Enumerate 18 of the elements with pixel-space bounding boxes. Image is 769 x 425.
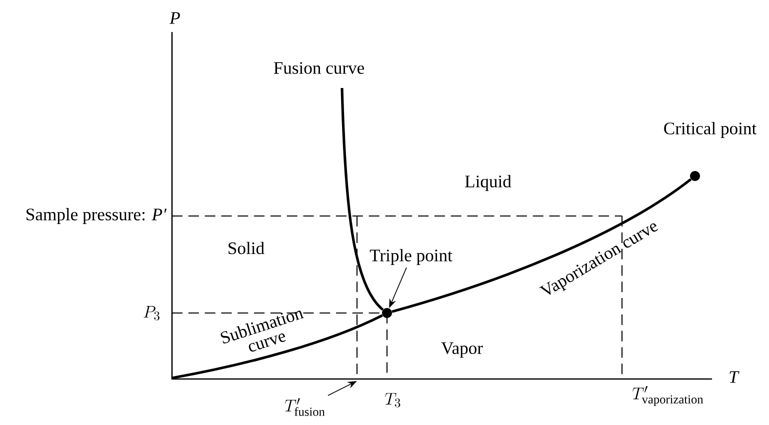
region-label: Vapor <box>441 342 483 358</box>
curve-label: Fusion curve <box>274 62 364 74</box>
phase-curve <box>392 178 692 313</box>
point-label: Triple point <box>370 249 452 265</box>
tick-label: $T'_{\mathrm{fusion}}$ <box>284 398 325 416</box>
triple-point-dot <box>382 308 392 318</box>
tick-label: $T_{3}$ <box>385 393 400 408</box>
region-label: Liquid <box>465 175 512 191</box>
critical-point-dot <box>690 171 700 181</box>
tick-label: Sample pressure: P′ <box>26 208 167 224</box>
axis-label: T <box>730 371 740 383</box>
point-label: Critical point <box>664 122 757 138</box>
tick-label: $P_{3}$ <box>144 306 160 320</box>
phase-curve <box>172 314 383 380</box>
phase-curve <box>340 88 384 311</box>
axis-label: P <box>170 12 180 24</box>
tick-label: $T'_{\mathrm{vaporization}}$ <box>632 386 704 406</box>
region-label: Solid <box>228 242 264 254</box>
